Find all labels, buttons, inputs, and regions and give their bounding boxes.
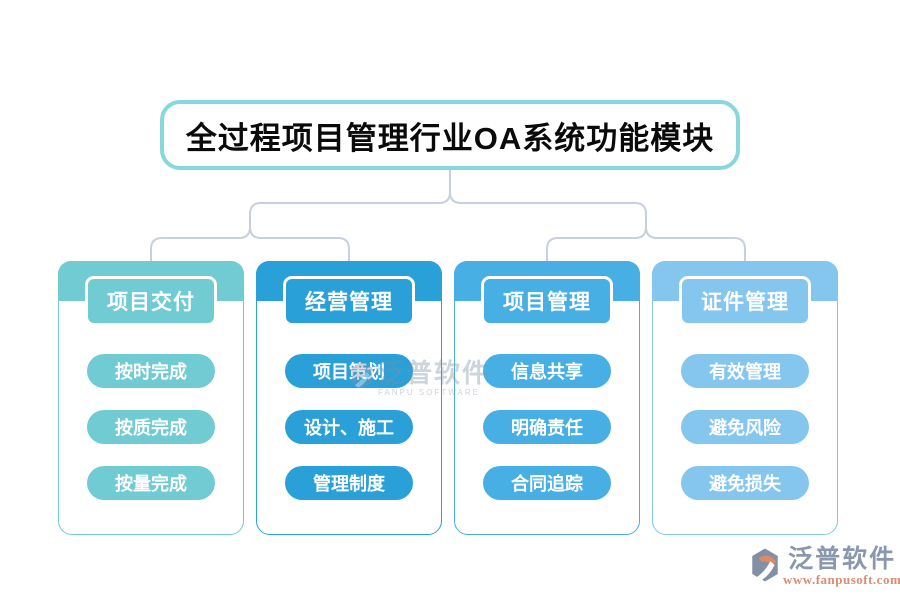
column-items: 项目策划 设计、施工 管理制度: [257, 354, 441, 500]
module-item: 信息共享: [483, 354, 611, 388]
module-item: 避免风险: [681, 410, 809, 444]
module-item: 按质完成: [87, 410, 215, 444]
fanpu-logo-icon: [752, 548, 778, 582]
column-items: 按时完成 按质完成 按量完成: [59, 354, 243, 500]
connector-branch: [150, 170, 451, 261]
module-item: 设计、施工: [285, 410, 413, 444]
module-item: 合同追踪: [483, 466, 611, 500]
module-item: 按量完成: [87, 466, 215, 500]
module-item: 管理制度: [285, 466, 413, 500]
column-header: 经营管理: [283, 276, 415, 326]
module-item: 有效管理: [681, 354, 809, 388]
module-column-certificate-management: 证件管理 有效管理 避免风险 避免损失: [652, 261, 838, 535]
module-column-project-delivery: 项目交付 按时完成 按质完成 按量完成: [58, 261, 244, 535]
column-header: 项目管理: [481, 276, 613, 326]
watermark-url-text: www.fanpusoft.com: [783, 572, 900, 588]
module-item: 项目策划: [285, 354, 413, 388]
watermark-brand-text: 泛普软件: [788, 545, 897, 573]
corner-watermark: 泛普软件 www.fanpusoft.com: [750, 546, 900, 588]
module-column-business-management: 经营管理 项目策划 设计、施工 管理制度: [256, 261, 442, 535]
module-item: 明确责任: [483, 410, 611, 444]
module-item: 避免损失: [681, 466, 809, 500]
column-header: 项目交付: [85, 276, 217, 326]
connector-branch: [249, 226, 350, 261]
connector-branch: [645, 226, 746, 261]
column-header: 证件管理: [679, 276, 811, 326]
module-item: 按时完成: [87, 354, 215, 388]
diagram-title: 全过程项目管理行业OA系统功能模块: [160, 100, 740, 170]
module-column-project-management: 项目管理 信息共享 明确责任 合同追踪: [454, 261, 640, 535]
connector-branch: [449, 191, 647, 261]
column-items: 信息共享 明确责任 合同追踪: [455, 354, 639, 500]
column-items: 有效管理 避免风险 避免损失: [653, 354, 837, 500]
